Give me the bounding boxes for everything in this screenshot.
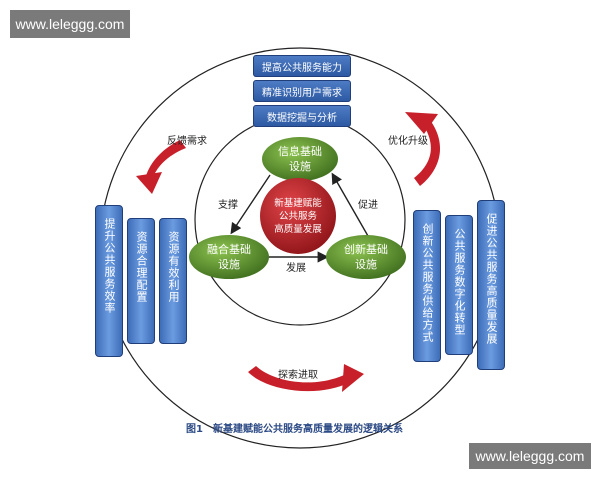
feedback-arrow-icon [136, 140, 186, 194]
explore-arrow-icon [248, 364, 364, 392]
node-info-line2: 设施 [289, 160, 311, 173]
node-center: 新基建赋能 公共服务 高质量发展 [260, 178, 336, 254]
label-feedback: 反馈需求 [167, 134, 207, 147]
edge-label-promote: 促进 [358, 198, 378, 211]
node-fusion-line2: 设施 [218, 258, 240, 271]
right-box-2: 公共服务数字化转型 [445, 215, 473, 355]
edge-label-develop: 发展 [286, 261, 306, 274]
label-explore: 探索进取 [278, 368, 318, 381]
label-optimize: 优化升级 [388, 134, 428, 147]
center-line2: 公共服务 [279, 210, 318, 222]
node-innovation-line2: 设施 [355, 258, 377, 271]
node-fusion-line1: 融合基础 [207, 242, 251, 256]
optimize-arrow-icon [405, 112, 441, 186]
node-innovation-line1: 创新基础 [344, 242, 388, 256]
top-box-1: 提高公共服务能力 [253, 55, 351, 77]
center-line3: 高质量发展 [274, 223, 322, 235]
node-innovation-infrastructure: 创新基础 设施 [326, 235, 406, 279]
watermark-bottom: www.leleggg.com [469, 443, 591, 469]
left-box-2: 资源合理配置 [127, 218, 155, 344]
right-box-1: 创新公共服务供给方式 [413, 210, 441, 362]
edge-promote-arrow [331, 172, 369, 237]
node-info-line1: 信息基础 [278, 144, 322, 158]
figure-caption: 图1 新基建赋能公共服务高质量发展的逻辑关系 [186, 424, 403, 435]
top-box-3: 数据挖掘与分析 [253, 105, 351, 127]
edge-label-support: 支撑 [218, 198, 238, 211]
left-box-1: 提升公共服务效率 [95, 205, 123, 357]
node-info-infrastructure: 信息基础 设施 [262, 137, 338, 181]
node-fusion-infrastructure: 融合基础 设施 [189, 235, 269, 279]
top-box-2: 精准识别用户需求 [253, 80, 351, 102]
edge-support-arrow [230, 174, 271, 235]
watermark-top: www.leleggg.com [10, 10, 130, 38]
right-box-3: 促进公共服务高质量发展 [477, 200, 505, 370]
left-box-3: 资源有效利用 [159, 218, 187, 344]
center-line1: 新基建赋能 [274, 197, 322, 209]
